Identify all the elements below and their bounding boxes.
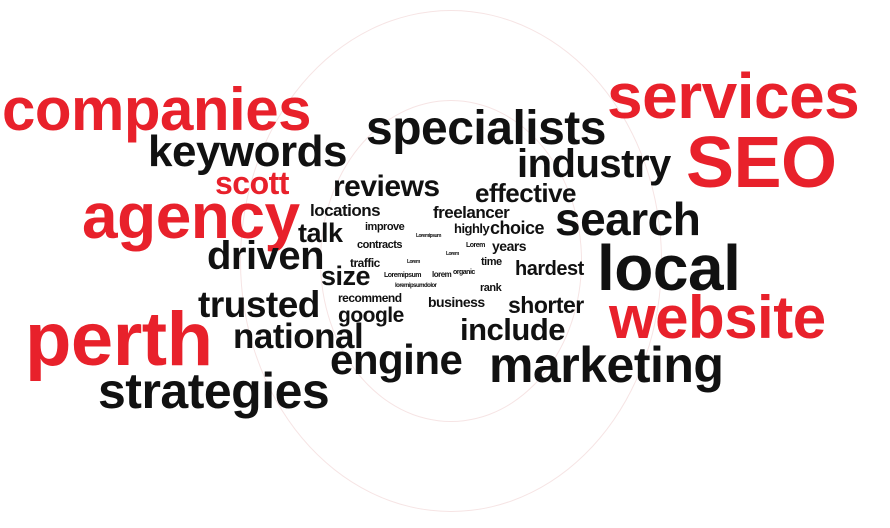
word-search: search: [555, 193, 701, 245]
word-trusted: trusted: [198, 284, 320, 325]
word-rank: rank: [480, 282, 502, 294]
word-driven: driven: [207, 234, 325, 278]
word-specialists: specialists: [366, 102, 606, 155]
word-loremipsum: Loremipsum: [416, 233, 442, 239]
word-choice: choice: [490, 218, 545, 238]
word-effective: effective: [475, 178, 577, 208]
word-national: national: [233, 317, 364, 356]
word-lorem: Lorem: [466, 242, 485, 249]
word-size: size: [321, 261, 371, 291]
word-shorter: shorter: [508, 292, 584, 318]
word-strategies: strategies: [98, 363, 330, 419]
word-perth: perth: [25, 297, 213, 382]
word-agency: agency: [82, 180, 300, 252]
word-highly: highly: [454, 221, 490, 236]
decorative-ring: [240, 10, 662, 512]
word-time: time: [481, 256, 502, 268]
word-services: services: [607, 60, 860, 132]
word-seo: SEO: [686, 123, 837, 203]
word-years: years: [492, 238, 527, 254]
word-lorem: lorem: [432, 270, 452, 279]
word-reviews: reviews: [333, 170, 440, 203]
word-locations: locations: [310, 201, 381, 220]
word-scott: scott: [215, 165, 289, 201]
word-business: business: [428, 294, 485, 310]
decorative-ring: [320, 100, 582, 422]
word-recommend: recommend: [338, 291, 402, 305]
word-traffic: traffic: [350, 256, 380, 270]
word-contracts: contracts: [357, 239, 403, 251]
word-lorem: Lorem: [446, 251, 459, 257]
word-loremipsum: Loremipsum: [384, 272, 422, 279]
word-lorem: Lorem: [407, 259, 420, 265]
word-keywords: keywords: [148, 127, 347, 176]
word-freelancer: freelancer: [433, 203, 510, 222]
word-improve: improve: [365, 221, 405, 233]
word-local: local: [597, 232, 741, 304]
word-companies: companies: [2, 76, 311, 143]
word-hardest: hardest: [515, 258, 584, 280]
word-google: google: [338, 304, 404, 327]
word-industry: industry: [517, 142, 671, 186]
word-website: website: [609, 284, 826, 351]
word-loremipsumdolor: loremipsumdolor: [395, 283, 437, 289]
word-marketing: marketing: [489, 337, 724, 393]
word-talk: talk: [298, 218, 343, 248]
word-include: include: [460, 312, 566, 347]
word-engine: engine: [330, 336, 463, 383]
word-organic: organic: [453, 269, 475, 276]
